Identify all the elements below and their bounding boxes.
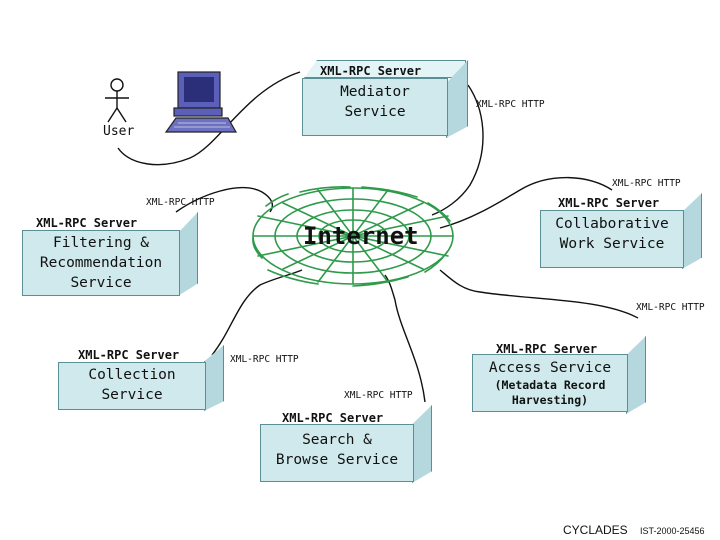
footer-code: IST-2000-25456 [640, 526, 705, 536]
link-collection-internet [211, 269, 303, 356]
collaborative-protocol-label: XML-RPC HTTP [612, 178, 681, 189]
mediator-service-box[interactable]: Mediator Service [302, 78, 448, 136]
link-access-internet [439, 269, 639, 319]
mediator-server-header: XML-RPC Server [320, 64, 422, 78]
access-service-title: Access Service [488, 360, 612, 376]
collaborative-server-header: XML-RPC Server [558, 196, 660, 210]
collaborative-service-title: Collaborative Work Service [555, 216, 669, 252]
search-server-header: XML-RPC Server [282, 411, 384, 425]
filtering-service-title: Filtering & Recommendation Service [39, 235, 163, 291]
access-service-box[interactable]: Access Service (Metadata Record Harvesti… [472, 354, 628, 412]
collaborative-service-box[interactable]: Collaborative Work Service [540, 210, 684, 268]
filtering-server-header: XML-RPC Server [36, 216, 138, 230]
filtering-service-box[interactable]: Filtering & Recommendation Service [22, 230, 180, 296]
search-service-box[interactable]: Search & Browse Service [260, 424, 414, 482]
computer-icon [164, 71, 238, 133]
collection-service-title: Collection Service [88, 367, 176, 403]
search-protocol-label: XML-RPC HTTP [344, 390, 413, 401]
access-server-header: XML-RPC Server [496, 342, 598, 356]
link-collaborative-internet [439, 176, 613, 229]
user-label: User [103, 124, 135, 139]
user-figure-icon [105, 78, 129, 123]
access-service-subtitle: (Metadata Record Harvesting) [494, 378, 606, 407]
collection-server-header: XML-RPC Server [78, 348, 180, 362]
filtering-protocol-label: XML-RPC HTTP [146, 197, 215, 208]
mediator-protocol-label: XML-RPC HTTP [476, 99, 545, 110]
link-user-mediator [117, 71, 301, 166]
footer-project: CYCLADES [563, 523, 628, 537]
link-search-internet [384, 274, 426, 403]
collection-service-box[interactable]: Collection Service [58, 362, 206, 410]
access-protocol-label: XML-RPC HTTP [636, 302, 705, 313]
mediator-service-title: Mediator Service [340, 84, 410, 120]
collection-protocol-label: XML-RPC HTTP [230, 354, 299, 365]
link-mediator-internet [431, 84, 484, 216]
internet-label: Internet [303, 222, 419, 250]
link-filtering-internet [175, 187, 274, 213]
internet-web-icon [252, 186, 454, 287]
search-service-title: Search & Browse Service [275, 432, 399, 468]
